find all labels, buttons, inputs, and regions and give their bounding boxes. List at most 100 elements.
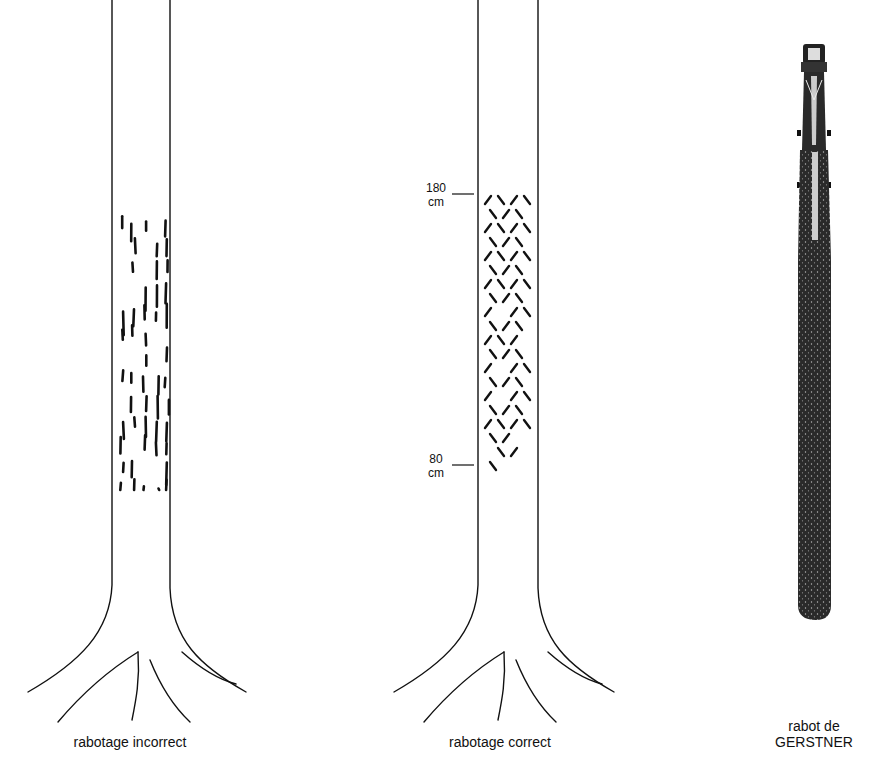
planing-mark (130, 373, 133, 383)
planing-mark (130, 461, 133, 477)
planing-mark (503, 266, 509, 274)
planing-mark (165, 423, 168, 442)
planing-mark (524, 420, 530, 428)
planing-mark (168, 400, 171, 415)
planing-mark (511, 280, 517, 288)
planing-mark (524, 280, 530, 288)
planing-mark (156, 285, 159, 306)
planing-mark (524, 364, 530, 372)
planing-mark (503, 406, 509, 414)
planing-mark (485, 280, 491, 288)
planing-mark (490, 350, 496, 358)
planing-mark (164, 221, 167, 237)
planing-mark (498, 448, 504, 456)
planing-mark (490, 378, 496, 386)
height-label: 80 cm (420, 453, 452, 481)
planing-mark (516, 266, 522, 274)
tree-correct (394, 0, 614, 722)
planing-mark (155, 244, 158, 257)
planing-mark (516, 210, 522, 218)
caption-label: rabotage correct (390, 734, 610, 750)
correct-planing-marks (485, 196, 530, 470)
planing-mark (121, 330, 124, 340)
planing-mark (503, 294, 509, 302)
planing-mark (524, 224, 530, 232)
planing-mark (490, 210, 496, 218)
planing-mark (503, 322, 509, 330)
incorrect-planing-marks (120, 216, 169, 490)
planing-mark (485, 252, 491, 260)
planing-mark (503, 378, 509, 386)
planing-mark (485, 420, 491, 428)
planing-mark (511, 392, 517, 400)
planing-mark (485, 308, 491, 316)
planing-mark (155, 313, 158, 321)
planing-mark (511, 448, 517, 456)
planing-mark (145, 222, 148, 231)
planing-mark (485, 224, 491, 232)
tree-incorrect (28, 0, 246, 722)
planing-mark (165, 348, 168, 362)
planing-mark (133, 479, 136, 490)
tool-label: rabot de GERSTNER (766, 718, 862, 750)
planing-mark (130, 397, 133, 412)
planing-mark (490, 266, 496, 274)
planing-mark (157, 376, 160, 394)
planing-mark (511, 252, 517, 260)
height-ticks (452, 194, 474, 465)
planing-mark (122, 463, 125, 472)
planing-mark (503, 434, 509, 442)
planing-mark (511, 196, 517, 204)
planing-mark (119, 483, 122, 490)
planing-mark (498, 280, 504, 288)
planing-mark (143, 305, 146, 319)
planing-mark (485, 364, 491, 372)
planing-mark (134, 238, 137, 253)
planing-mark (503, 350, 509, 358)
planing-mark (122, 422, 125, 439)
planing-mark (155, 442, 158, 455)
planing-mark (490, 434, 496, 442)
planing-mark (511, 336, 517, 344)
planing-mark (130, 224, 133, 241)
planing-mark (144, 334, 147, 346)
planing-mark (145, 355, 148, 365)
planing-mark (166, 260, 169, 272)
planing-mark (485, 336, 491, 344)
planing-mark (490, 322, 496, 330)
planing-mark (524, 252, 530, 260)
planing-mark (156, 396, 159, 419)
planing-mark (516, 322, 522, 330)
planing-mark (498, 224, 504, 232)
planing-mark (165, 239, 168, 256)
planing-mark (485, 392, 491, 400)
planing-mark (511, 224, 517, 232)
planing-mark (511, 364, 517, 372)
planing-mark (142, 377, 145, 392)
planing-mark (516, 238, 522, 246)
planing-mark (516, 350, 522, 358)
planing-mark (131, 263, 134, 272)
planing-mark (157, 489, 160, 491)
planing-mark (121, 370, 124, 381)
planing-mark (511, 308, 517, 316)
planing-mark (163, 378, 166, 387)
planing-mark (490, 406, 496, 414)
height-label: 180 cm (420, 182, 452, 210)
planing-mark (165, 304, 168, 328)
planing-mark (503, 238, 509, 246)
planing-mark (524, 308, 530, 316)
caption-label: rabotage incorrect (20, 734, 240, 750)
planing-mark (490, 462, 496, 470)
planing-mark (165, 480, 168, 490)
planing-mark (121, 216, 124, 228)
planing-mark (516, 406, 522, 414)
planing-mark (498, 336, 504, 344)
planing-mark (498, 252, 504, 260)
planing-mark (503, 210, 509, 218)
planing-mark (119, 437, 122, 453)
planing-mark (511, 420, 517, 428)
planing-mark (524, 392, 530, 400)
planing-mark (498, 420, 504, 428)
